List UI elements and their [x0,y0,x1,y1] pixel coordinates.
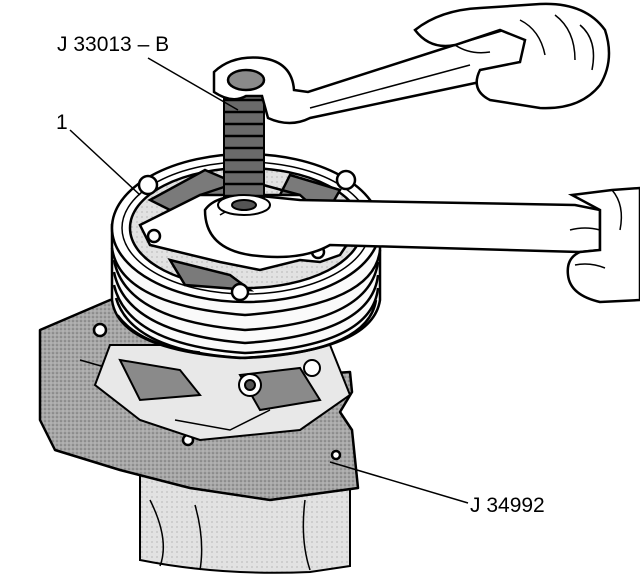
lower-hand [566,186,640,304]
compressor-front-housing [93,344,352,442]
leader-tool-bottom [329,461,469,504]
leader-part-1 [69,129,141,196]
leader-lines [69,57,469,504]
callout-tool-j34992: J 34992 [470,494,545,517]
callout-part-1: 1 [56,111,68,134]
leader-tool-top [147,57,239,111]
forcing-screw [217,89,271,216]
upper-hand [413,2,611,110]
callout-tool-j33013b: J 33013 – B [57,33,170,56]
